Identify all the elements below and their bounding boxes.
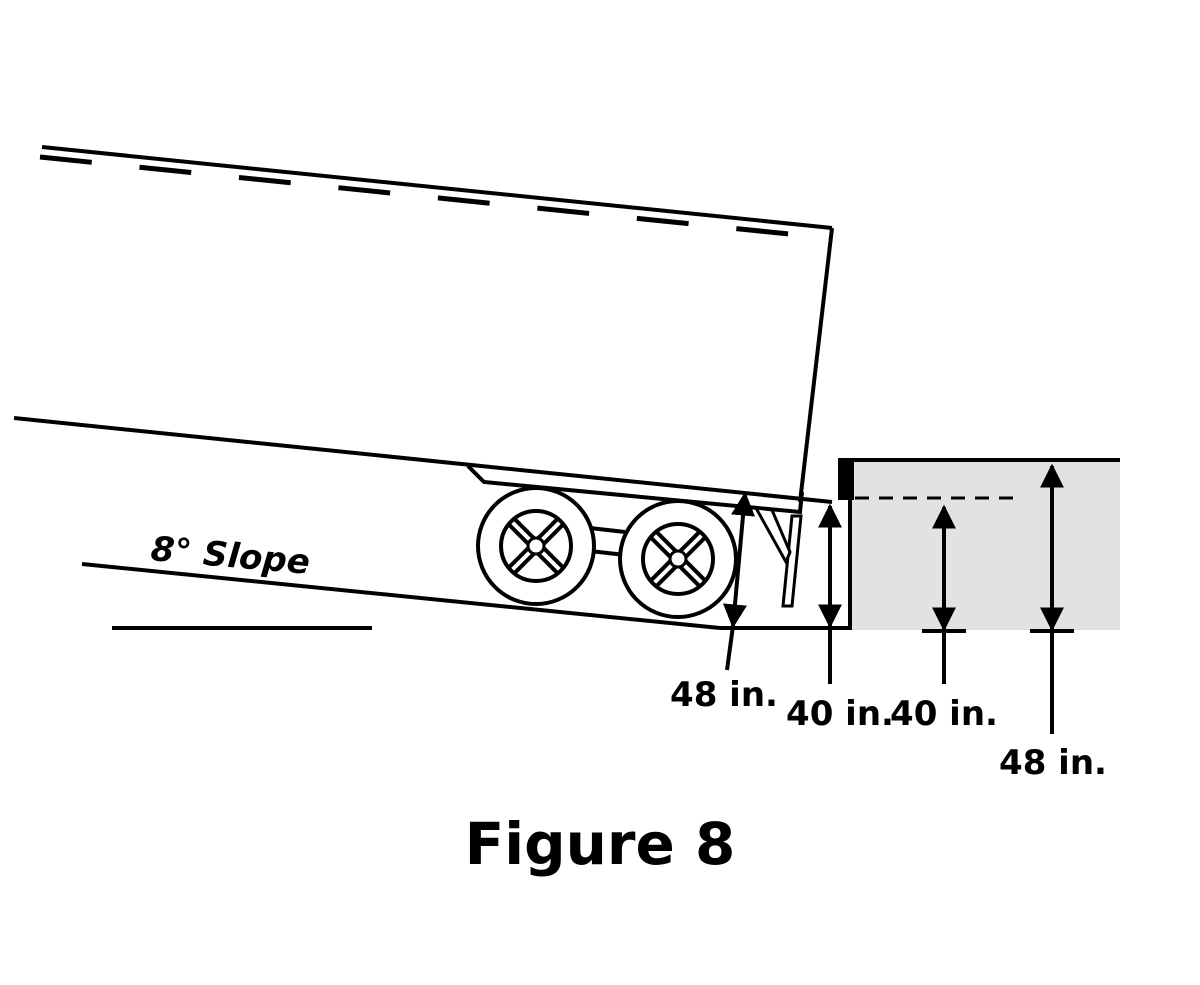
dimension-dock-48 bbox=[1030, 463, 1074, 734]
dock-bumper bbox=[838, 458, 854, 500]
dimension-label-dock-48: 48 in. bbox=[999, 743, 1107, 783]
bumper-guard bbox=[781, 514, 803, 608]
trailer-chassis-rail bbox=[466, 464, 804, 515]
sloped-driveway-line bbox=[81, 562, 721, 630]
figure-caption: Figure 8 bbox=[465, 810, 736, 878]
wheel-front bbox=[476, 486, 596, 606]
dimension-label-edge-40: 40 in. bbox=[786, 694, 894, 734]
trailer-rear-edge bbox=[798, 227, 834, 503]
trailer bbox=[13, 145, 834, 608]
loading-dock bbox=[838, 458, 1120, 630]
dimension-dock-40 bbox=[922, 504, 966, 684]
dimension-label-trailer-48: 48 in. bbox=[670, 675, 778, 715]
axle-connector bbox=[589, 526, 626, 534]
bumper-bracket bbox=[753, 506, 792, 566]
wheel-rear bbox=[618, 499, 738, 619]
trailer-roof-dashed-line bbox=[39, 154, 829, 241]
dimension-trailer-48 bbox=[723, 491, 755, 671]
dimension-label-dock-40: 40 in. bbox=[890, 694, 998, 734]
trailer-floor-line bbox=[13, 416, 833, 504]
trailer-roof-line bbox=[41, 145, 833, 230]
